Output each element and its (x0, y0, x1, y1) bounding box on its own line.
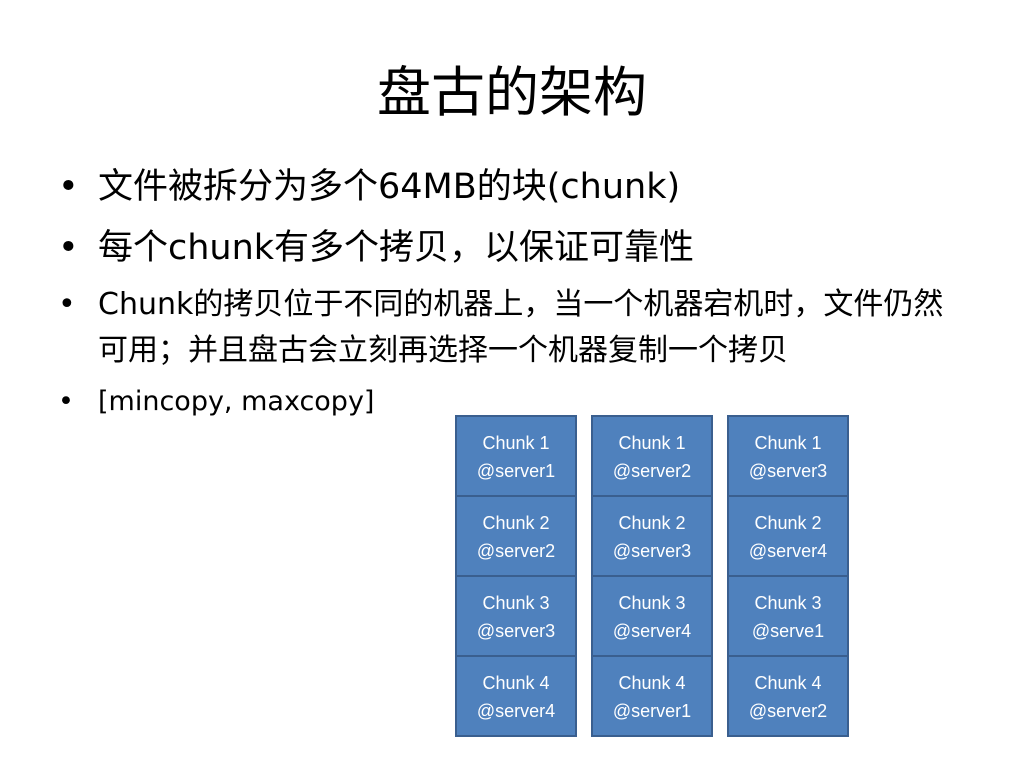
slide-title: 盘古的架构 (377, 61, 647, 124)
server-label: @server3 (748, 461, 828, 481)
chunk-label: Chunk 1 (482, 433, 550, 453)
chunk-cell: Chunk 4 @server2 (729, 657, 847, 735)
chunk-cell: Chunk 2 @server4 (729, 497, 847, 575)
chunk-label: Chunk 2 (754, 513, 822, 533)
chunk-label: Chunk 3 (754, 593, 822, 613)
bullet-list: 文件被拆分为多个64MB的块(chunk) 每个chunk有多个拷贝，以保证可靠… (56, 158, 966, 422)
chunk-label: Chunk 4 (618, 673, 686, 693)
chunk-label: Chunk 1 (618, 433, 686, 453)
server-label: @server1 (476, 461, 556, 481)
chunk-cell: Chunk 3 @server3 (457, 577, 575, 655)
chunk-label: Chunk 3 (618, 593, 686, 613)
chunk-cell: Chunk 1 @server3 (729, 417, 847, 495)
bullet-item-3: Chunk的拷贝位于不同的机器上，当一个机器宕机时，文件仍然可用；并且盘古会立刻… (56, 282, 958, 374)
replica-column-1: Chunk 1 @server1 Chunk 2 @server2 Chunk 3 @… (455, 415, 577, 737)
chunk-label: Chunk 4 (482, 673, 550, 693)
chunk-label: Chunk 2 (618, 513, 686, 533)
chunk-cell: Chunk 1 @server1 (457, 417, 575, 495)
server-label: @server3 (476, 621, 556, 641)
server-label: @server3 (612, 541, 692, 561)
bullet-item-2: 每个chunk有多个拷贝，以保证可靠性 (56, 220, 966, 276)
server-label: @server4 (612, 621, 692, 641)
server-label: @server2 (748, 701, 828, 721)
chunk-replica-grid: Chunk 1 @server1 Chunk 2 @server2 Chunk 3 @… (455, 415, 850, 737)
replica-column-2: Chunk 1 @server2 Chunk 2 @server3 Chunk 3 @… (591, 415, 713, 737)
server-label: @server4 (748, 541, 828, 561)
chunk-label: Chunk 4 (754, 673, 822, 693)
replica-column-3: Chunk 1 @server3 Chunk 2 @server4 Chunk 3 @… (727, 415, 849, 737)
server-label: @server4 (476, 701, 556, 721)
server-label: @server2 (476, 541, 556, 561)
chunk-label: Chunk 2 (482, 513, 550, 533)
chunk-cell: Chunk 3 @serve1 (729, 577, 847, 655)
chunk-label: Chunk 1 (754, 433, 822, 453)
chunk-cell: Chunk 1 @server2 (593, 417, 711, 495)
server-label: @server1 (612, 701, 692, 721)
chunk-cell: Chunk 4 @server1 (593, 657, 711, 735)
server-label: @serve1 (751, 621, 825, 641)
bullet-item-4: [mincopy, maxcopy] (56, 382, 966, 422)
chunk-label: Chunk 3 (482, 593, 550, 613)
chunk-cell: Chunk 4 @server4 (457, 657, 575, 735)
server-label: @server2 (612, 461, 692, 481)
chunk-cell: Chunk 3 @server4 (593, 577, 711, 655)
chunk-cell: Chunk 2 @server3 (593, 497, 711, 575)
chunk-cell: Chunk 2 @server2 (457, 497, 575, 575)
bullet-item-1: 文件被拆分为多个64MB的块(chunk) (56, 158, 966, 216)
